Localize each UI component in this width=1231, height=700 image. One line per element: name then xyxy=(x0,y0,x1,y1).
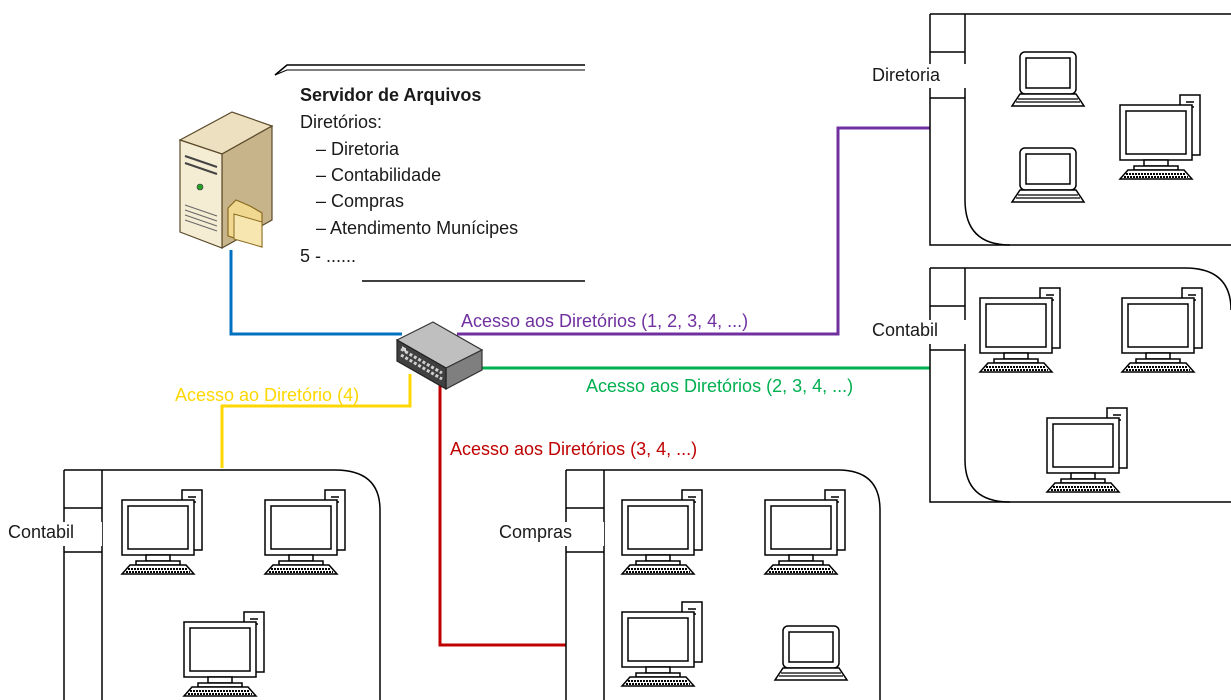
server-dir-item: – Atendimento Munícipes xyxy=(316,218,518,238)
group-label-diretoria: Diretoria xyxy=(872,65,941,85)
group-label-compras: Compras xyxy=(499,522,572,542)
link-label-diretoria: Acesso aos Diretórios (1, 2, 3, 4, ...) xyxy=(461,311,748,331)
group-contabil-right xyxy=(872,267,1231,503)
link-label-contabil-right: Acesso aos Diretórios (2, 3, 4, ...) xyxy=(586,376,853,396)
link-server xyxy=(229,250,402,336)
link-label-contabil-left: Acesso ao Diretório (4) xyxy=(175,385,359,405)
server-callout xyxy=(274,64,585,282)
server-title: Servidor de Arquivos xyxy=(300,85,481,105)
server-dirs-heading: Diretórios: xyxy=(300,112,382,132)
link-diretoria xyxy=(457,126,930,336)
server-dir-item: – Compras xyxy=(316,191,404,211)
server-dir-item: – Diretoria xyxy=(316,139,400,159)
link-contabil-left xyxy=(220,374,412,468)
server-dir-item: – Contabilidade xyxy=(316,165,441,185)
group-label-contabil-left: Contabil xyxy=(8,522,74,542)
link-label-compras: Acesso aos Diretórios (3, 4, ...) xyxy=(450,439,697,459)
group-compras xyxy=(498,469,881,700)
group-diretoria xyxy=(872,13,1231,246)
server-icon[interactable] xyxy=(178,111,274,250)
link-compras xyxy=(438,382,570,647)
group-label-contabil-right: Contabil xyxy=(872,320,938,340)
server-dir-more: 5 - ...... xyxy=(300,246,356,266)
network-switch-icon[interactable] xyxy=(395,321,484,391)
group-contabil-left xyxy=(6,469,381,700)
